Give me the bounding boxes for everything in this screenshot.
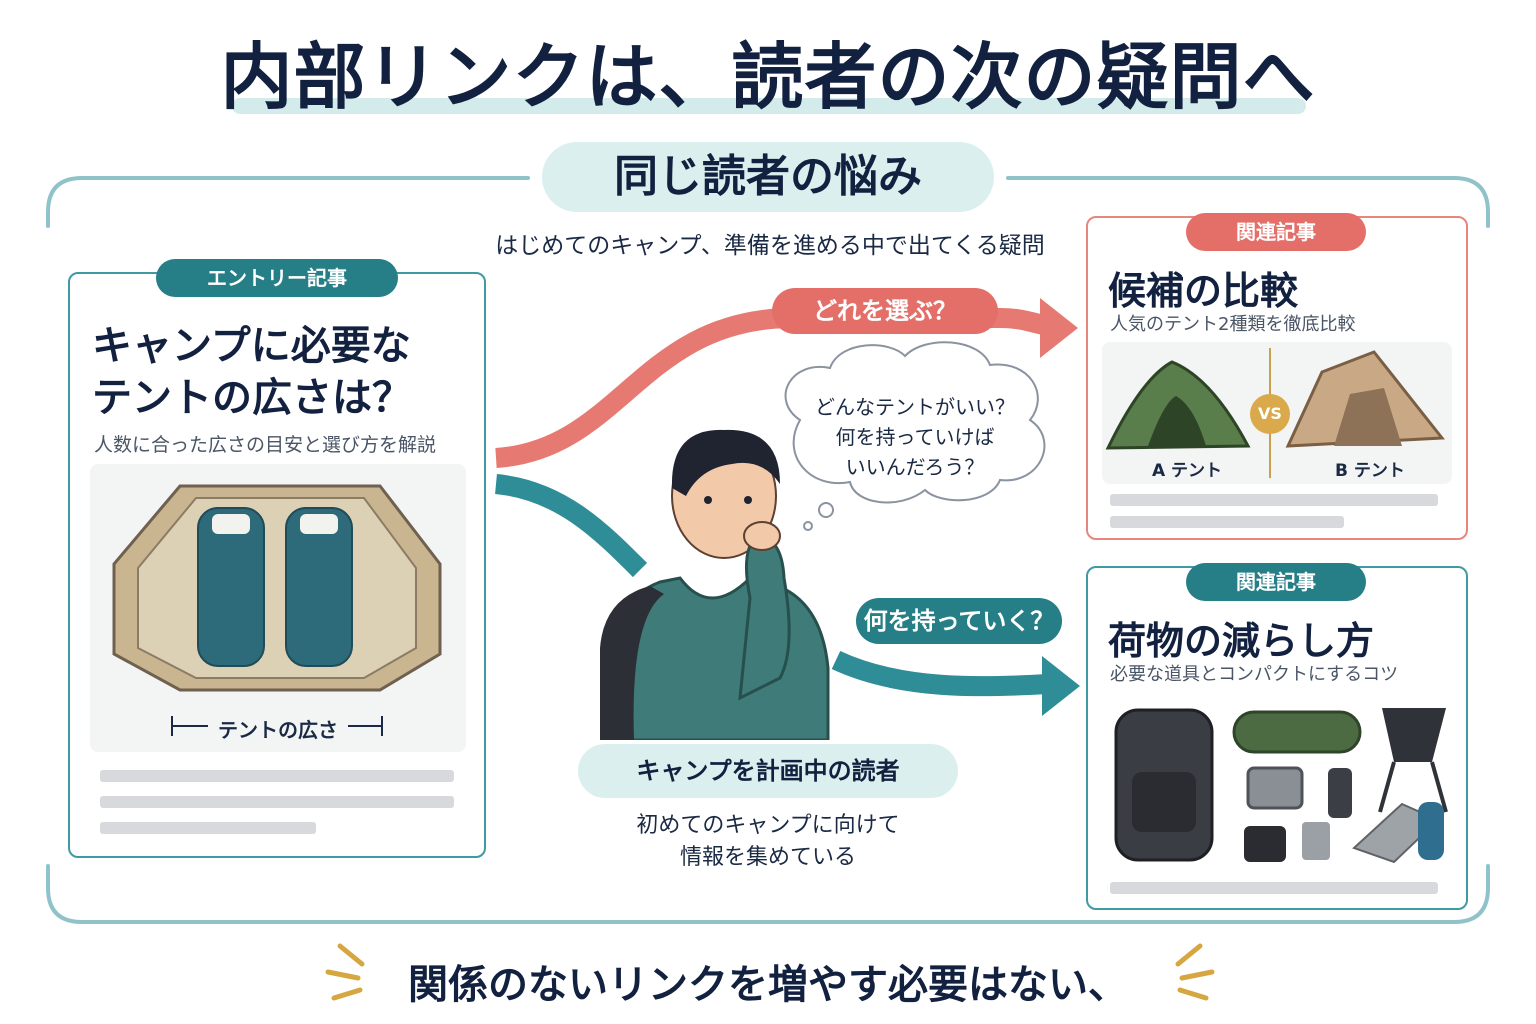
reader-label: キャンプを計画中の読者 <box>578 744 958 798</box>
tent-comparison-icon <box>1105 348 1445 478</box>
text-placeholder-line <box>100 822 316 834</box>
reader-desc-line2: 情報を集めている <box>679 845 856 870</box>
entry-title-line1: キャンプに必要な <box>92 323 411 369</box>
tent-floor-illustration: テントの広さ <box>90 464 466 752</box>
tent-interior-icon <box>112 484 442 736</box>
text-placeholder-line <box>100 770 454 782</box>
vs-badge: VS <box>1250 394 1290 434</box>
text-placeholder-line <box>1110 882 1438 894</box>
arrowhead-compare <box>1040 298 1078 358</box>
bottom-message: 関係のないリンクを増やす必要はない、 <box>408 962 1128 1008</box>
tent-a-label: A テント <box>1151 461 1223 481</box>
related-article-compare-card[interactable]: 候補の比較 人気のテント2種類を徹底比較 VS A テント B テント <box>1086 216 1468 540</box>
thought-bubble <box>784 341 1046 504</box>
text-placeholder-line <box>1110 516 1344 528</box>
gear-illustration <box>1102 692 1452 868</box>
entry-article-card[interactable]: キャンプに必要な テントの広さは？ 人数に合った広さの目安と選び方を解説 テント… <box>68 272 486 858</box>
question-which: どれを選ぶ？ <box>772 288 998 334</box>
section-subtitle: はじめてのキャンプ、準備を進める中で出てくる疑問 <box>495 233 1045 259</box>
flow-to-pack <box>494 474 1049 697</box>
reader-thought: どんなテントがいい？ 何を持っていけば いいんだろう？ <box>790 392 1040 482</box>
reader-description: 初めてのキャンプに向けて 情報を集めている <box>578 810 958 874</box>
pack-title: 荷物の減らし方 <box>1108 619 1375 663</box>
reader-illustration <box>600 429 830 740</box>
compare-subtitle: 人気のテント2種類を徹底比較 <box>1110 314 1356 335</box>
related-article-tag: 関連記事 <box>1186 563 1366 601</box>
entry-subtitle: 人数に合った広さの目安と選び方を解説 <box>94 434 437 456</box>
emphasis-marks <box>325 943 1215 1001</box>
title-underline <box>232 98 1306 114</box>
entry-article-tag: エントリー記事 <box>156 259 398 297</box>
arrowhead-pack <box>1042 656 1080 716</box>
tent-size-label: テントの広さ <box>208 718 348 742</box>
text-placeholder-line <box>100 796 454 808</box>
page-title: 内部リンクは、読者の次の疑問へ <box>220 35 1316 119</box>
thought-line2: 何を持っていけば <box>835 425 995 449</box>
thought-line3: いいんだろう？ <box>845 455 985 479</box>
section-label: 同じ読者の悩み <box>542 142 994 212</box>
tent-comparison-illustration: VS A テント B テント <box>1102 342 1452 484</box>
thought-line1: どんなテントがいい？ <box>815 395 1015 419</box>
tent-b-label: B テント <box>1335 461 1405 481</box>
related-article-tag: 関連記事 <box>1186 213 1366 251</box>
compare-title: 候補の比較 <box>1108 269 1299 313</box>
flow-to-compare <box>495 308 1051 468</box>
reader-desc-line1: 初めてのキャンプに向けて <box>636 813 900 838</box>
question-what: 何を持っていく？ <box>856 598 1062 644</box>
text-placeholder-line <box>1110 494 1438 506</box>
outer-frame <box>46 176 1490 924</box>
camping-gear-icon <box>1114 708 1448 864</box>
pack-subtitle: 必要な道具とコンパクトにするコツ <box>1110 664 1399 685</box>
entry-title-line2: テントの広さは？ <box>92 375 412 421</box>
related-article-pack-card[interactable]: 荷物の減らし方 必要な道具とコンパクトにするコツ <box>1086 566 1468 910</box>
